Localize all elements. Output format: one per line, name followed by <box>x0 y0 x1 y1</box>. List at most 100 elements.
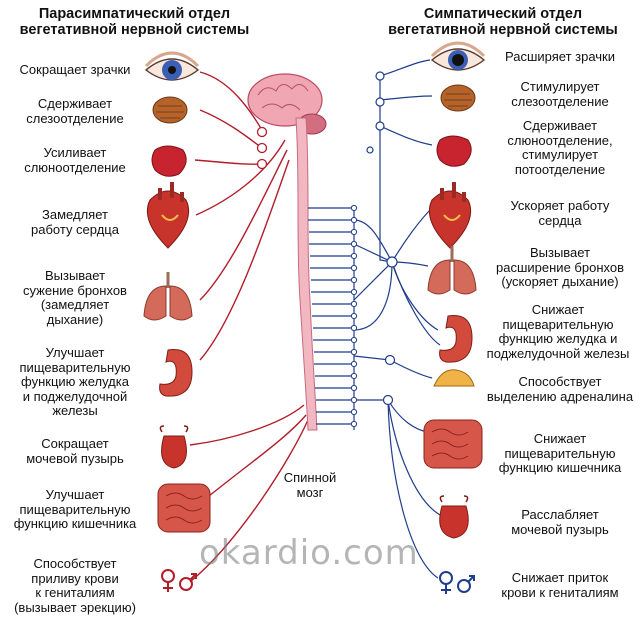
label-line: мочевой пузырь <box>26 450 124 466</box>
symp-nerve-stomach <box>391 261 439 331</box>
symp-label-eye: Расширяет зрачки <box>480 49 640 65</box>
para-ganglion <box>256 126 268 138</box>
label-line: (ускоряет дыхание) <box>501 274 619 289</box>
symp-label-adrenal: Способствует выделению адреналина <box>480 374 640 404</box>
label-line: (вызывает эрекцию) <box>14 599 136 615</box>
sympathetic-title-line: Симпатический отдел <box>423 6 583 22</box>
label-line: работу сердца <box>31 221 119 237</box>
label-line: приливу крови <box>31 570 119 586</box>
label-line: Расслабляет <box>521 507 599 522</box>
para-label-stomach: Улучшает пищеварительную функцию желудка… <box>0 345 150 419</box>
label-line: Сокращает зрачки <box>19 62 131 77</box>
left-intestines-icon <box>157 483 211 533</box>
label-line: пищеварительную <box>19 501 131 517</box>
para-nerve-eye <box>199 71 263 131</box>
label-line: функцию кишечника <box>498 460 622 475</box>
label-line: функцию желудка <box>21 374 129 389</box>
para-label-lacrimal: Сдерживает слезоотделение <box>0 96 150 126</box>
para-label-lungs: Вызывает сужение бронхов (замедляет дыха… <box>0 268 150 327</box>
sympathetic-title: Симпатический отдел вегетативной нервной… <box>372 6 634 38</box>
label-line: Усиливает <box>43 145 107 160</box>
label-line: и поджелудочной <box>22 388 128 404</box>
symp-label-heart: Ускоряет работу сердца <box>480 198 640 228</box>
spinal-cord <box>295 117 318 431</box>
label-line: Ускоряет работу <box>510 198 610 213</box>
label-line: крови к гениталиям <box>501 584 619 600</box>
label-line: Сдерживает <box>522 118 598 133</box>
label-line: Снижает <box>533 431 587 446</box>
label-line: потоотделение <box>514 161 606 177</box>
label-line: дыхание) <box>46 311 104 327</box>
label-line: Снижает <box>531 302 585 317</box>
para-label-intestines: Улучшает пищеварительную функцию кишечни… <box>0 487 150 532</box>
symp-label-genitals: Снижает приток крови к гениталиям <box>480 570 640 600</box>
label-line: Улучшает <box>45 487 105 502</box>
label-line: функцию кишечника <box>13 516 137 531</box>
label-line: стимулирует <box>521 147 599 162</box>
para-label-salivary: Усиливает слюноотделение <box>0 145 150 175</box>
label-line: Улучшает <box>45 345 105 360</box>
sympathetic-title-line: вегетативной нервной системы <box>388 22 618 38</box>
symp-nerve-heart <box>391 207 433 263</box>
left-bladder-icon <box>159 425 189 469</box>
symp-nerve-genitals <box>387 399 439 579</box>
label-line: Замедляет <box>42 207 108 222</box>
label-line: Способствует <box>518 374 602 389</box>
label-line: Вызывает <box>529 245 591 260</box>
parasympathetic-title: Парасимпатический отдел вегетативной нер… <box>2 6 267 38</box>
label-line: мочевой пузырь <box>511 521 609 537</box>
symp-label-intestines: Снижает пищеварительную функцию кишечник… <box>480 431 640 476</box>
symp-label-lungs: Вызывает расширение бронхов (ускоряет ды… <box>480 245 640 290</box>
label-line: функцию желудка и <box>498 331 618 346</box>
symp-nerve-lacrimal <box>379 95 433 101</box>
label-line: выделению адреналина <box>486 388 634 404</box>
label-line: Сдерживает <box>37 96 113 111</box>
para-nerve-lungs <box>199 149 288 301</box>
watermark: okardio.com <box>199 533 419 573</box>
label-line: слезоотделение <box>511 93 609 109</box>
label-line: пищеварительную <box>502 316 614 332</box>
label-line: слюноотделение <box>24 159 126 175</box>
symp-ganglion <box>382 394 394 406</box>
symp-label-lacrimal: Стимулирует слезоотделение <box>480 79 640 109</box>
right-lacrimal-gland-icon <box>440 84 476 112</box>
label-line: пищеварительную <box>504 445 616 461</box>
right-eye-icon <box>430 41 486 71</box>
symp-nerve-bladder <box>387 399 441 516</box>
parasympathetic-title-line: Парасимпатический отдел <box>38 6 231 22</box>
right-adrenal-gland-icon <box>433 369 475 387</box>
label-line: железы <box>52 403 98 418</box>
para-nerve-salivary <box>194 159 263 165</box>
label-line: пищеварительную <box>19 359 131 375</box>
label-line: мозг <box>296 485 324 500</box>
right-salivary-gland-icon <box>436 135 472 167</box>
right-lungs-icon <box>427 246 477 295</box>
symp-label-bladder: Расслабляет мочевой пузырь <box>480 507 640 537</box>
para-ganglion <box>256 158 268 170</box>
symp-ganglion <box>384 354 396 366</box>
symp-label-stomach: Снижает пищеварительную функцию желудка … <box>478 302 638 361</box>
label-line: Стимулирует <box>520 79 600 94</box>
para-label-genitals: Способствует приливу крови к гениталиям … <box>0 556 150 615</box>
sympathetic-chain-ganglia <box>350 204 358 428</box>
symp-ganglion <box>375 97 385 107</box>
right-stomach-pancreas-icon <box>439 314 473 363</box>
right-intestines-icon <box>423 419 483 469</box>
left-lungs-icon <box>143 272 193 321</box>
label-line: поджелудочной железы <box>486 345 630 361</box>
symp-ganglion <box>366 146 374 154</box>
left-salivary-gland-icon <box>151 145 187 177</box>
para-nerve-heart <box>195 139 286 216</box>
spinal-cord-label: Спинной мозг <box>280 470 340 500</box>
parasympathetic-title-line: вегетативной нервной системы <box>19 22 250 38</box>
label-line: к гениталиям <box>35 585 115 600</box>
label-line: сердца <box>538 212 582 228</box>
label-line: Расширяет зрачки <box>504 49 615 64</box>
label-line: Вызывает <box>44 268 106 283</box>
right-genitals-icon <box>439 571 475 594</box>
para-nerve-intestines <box>197 414 307 506</box>
label-line: слюноотделение, <box>507 132 613 148</box>
symp-ganglion <box>375 121 385 131</box>
label-line: расширение бронхов <box>496 259 624 275</box>
